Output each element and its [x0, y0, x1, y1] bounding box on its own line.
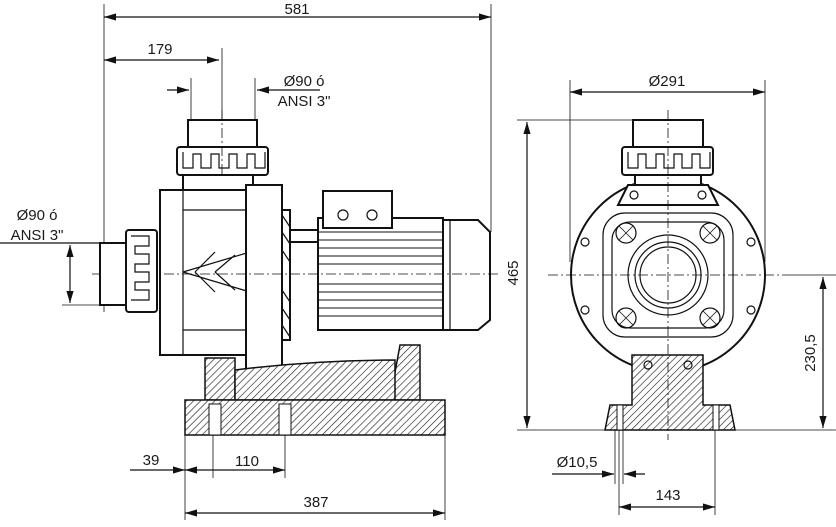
motor-end-cover — [442, 219, 491, 331]
cable-gland-icon — [366, 209, 378, 221]
cable-gland-icon — [337, 209, 349, 221]
outlet-pipe — [187, 119, 258, 149]
dim-overall-length: 581 — [284, 1, 309, 18]
terminal-box — [322, 190, 393, 229]
dim-base-hole-spacing: 143 — [655, 487, 680, 504]
dim-hole-spacing: 110 — [235, 453, 259, 470]
base-plate — [184, 399, 446, 436]
pump-flange — [245, 184, 283, 371]
dim-axis-height: 230,5 — [802, 334, 819, 372]
dim-housing-diameter: Ø291 — [649, 73, 686, 90]
inlet-ansi-label: ANSI 3" — [11, 227, 64, 244]
dim-base-length: 387 — [303, 494, 328, 511]
outlet-union-nut — [176, 146, 269, 176]
front-pedestal — [604, 354, 736, 431]
dim-base-offset: 39 — [143, 452, 160, 469]
dim-hole-diameter: Ø10,5 — [557, 454, 598, 471]
dim-outlet-offset: 179 — [147, 41, 172, 58]
inlet-pipe — [99, 242, 129, 306]
side-view: 581 179 Ø90 ó ANSI 3" Ø90 ó ANSI 3" 39 1… — [0, 1, 500, 520]
outlet-ansi-label: ANSI 3" — [278, 93, 331, 110]
outlet-diameter-label: Ø90 ó — [284, 73, 325, 90]
outlet-union-nut-front — [621, 146, 714, 176]
front-support — [204, 357, 236, 401]
front-view: Ø291 465 230,5 Ø10,5 143 — [505, 73, 836, 515]
dim-overall-height: 465 — [505, 260, 522, 285]
inlet-diameter-label: Ø90 ó — [17, 207, 58, 224]
bolt-icon — [615, 222, 721, 329]
